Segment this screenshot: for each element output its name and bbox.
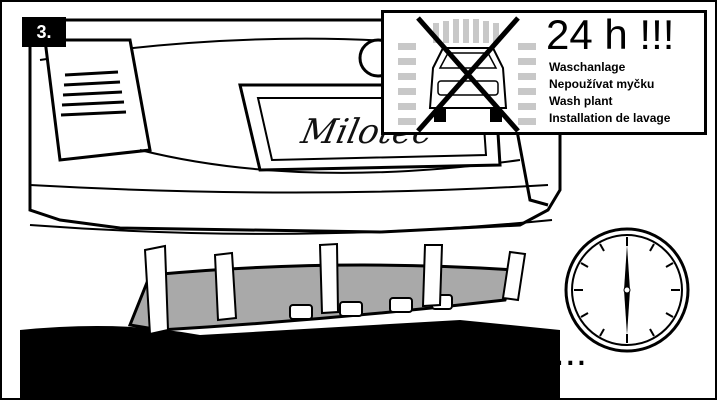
clock-icon (564, 227, 690, 353)
underbody (20, 320, 560, 400)
wait-duration-text: 24 h !!! (546, 11, 675, 58)
warning-line: Installation de lavage (549, 111, 671, 125)
car-wash-warning-box: 24 h !!! Waschanlage Nepoužívat myčku Wa… (381, 10, 707, 135)
tail-light-left (43, 38, 152, 162)
tape-strips (143, 242, 527, 336)
warning-line: Nepoužívat myčku (549, 77, 655, 91)
cure-time-text: 6 h... (498, 330, 587, 374)
no-car-wash-icon (398, 16, 536, 133)
wash-warning-lines: Waschanlage Nepoužívat myčku Wash plant … (549, 59, 670, 127)
warning-line: Wash plant (549, 94, 613, 108)
warning-line: Waschanlage (549, 60, 626, 74)
step-number-badge: 3. (22, 17, 66, 47)
